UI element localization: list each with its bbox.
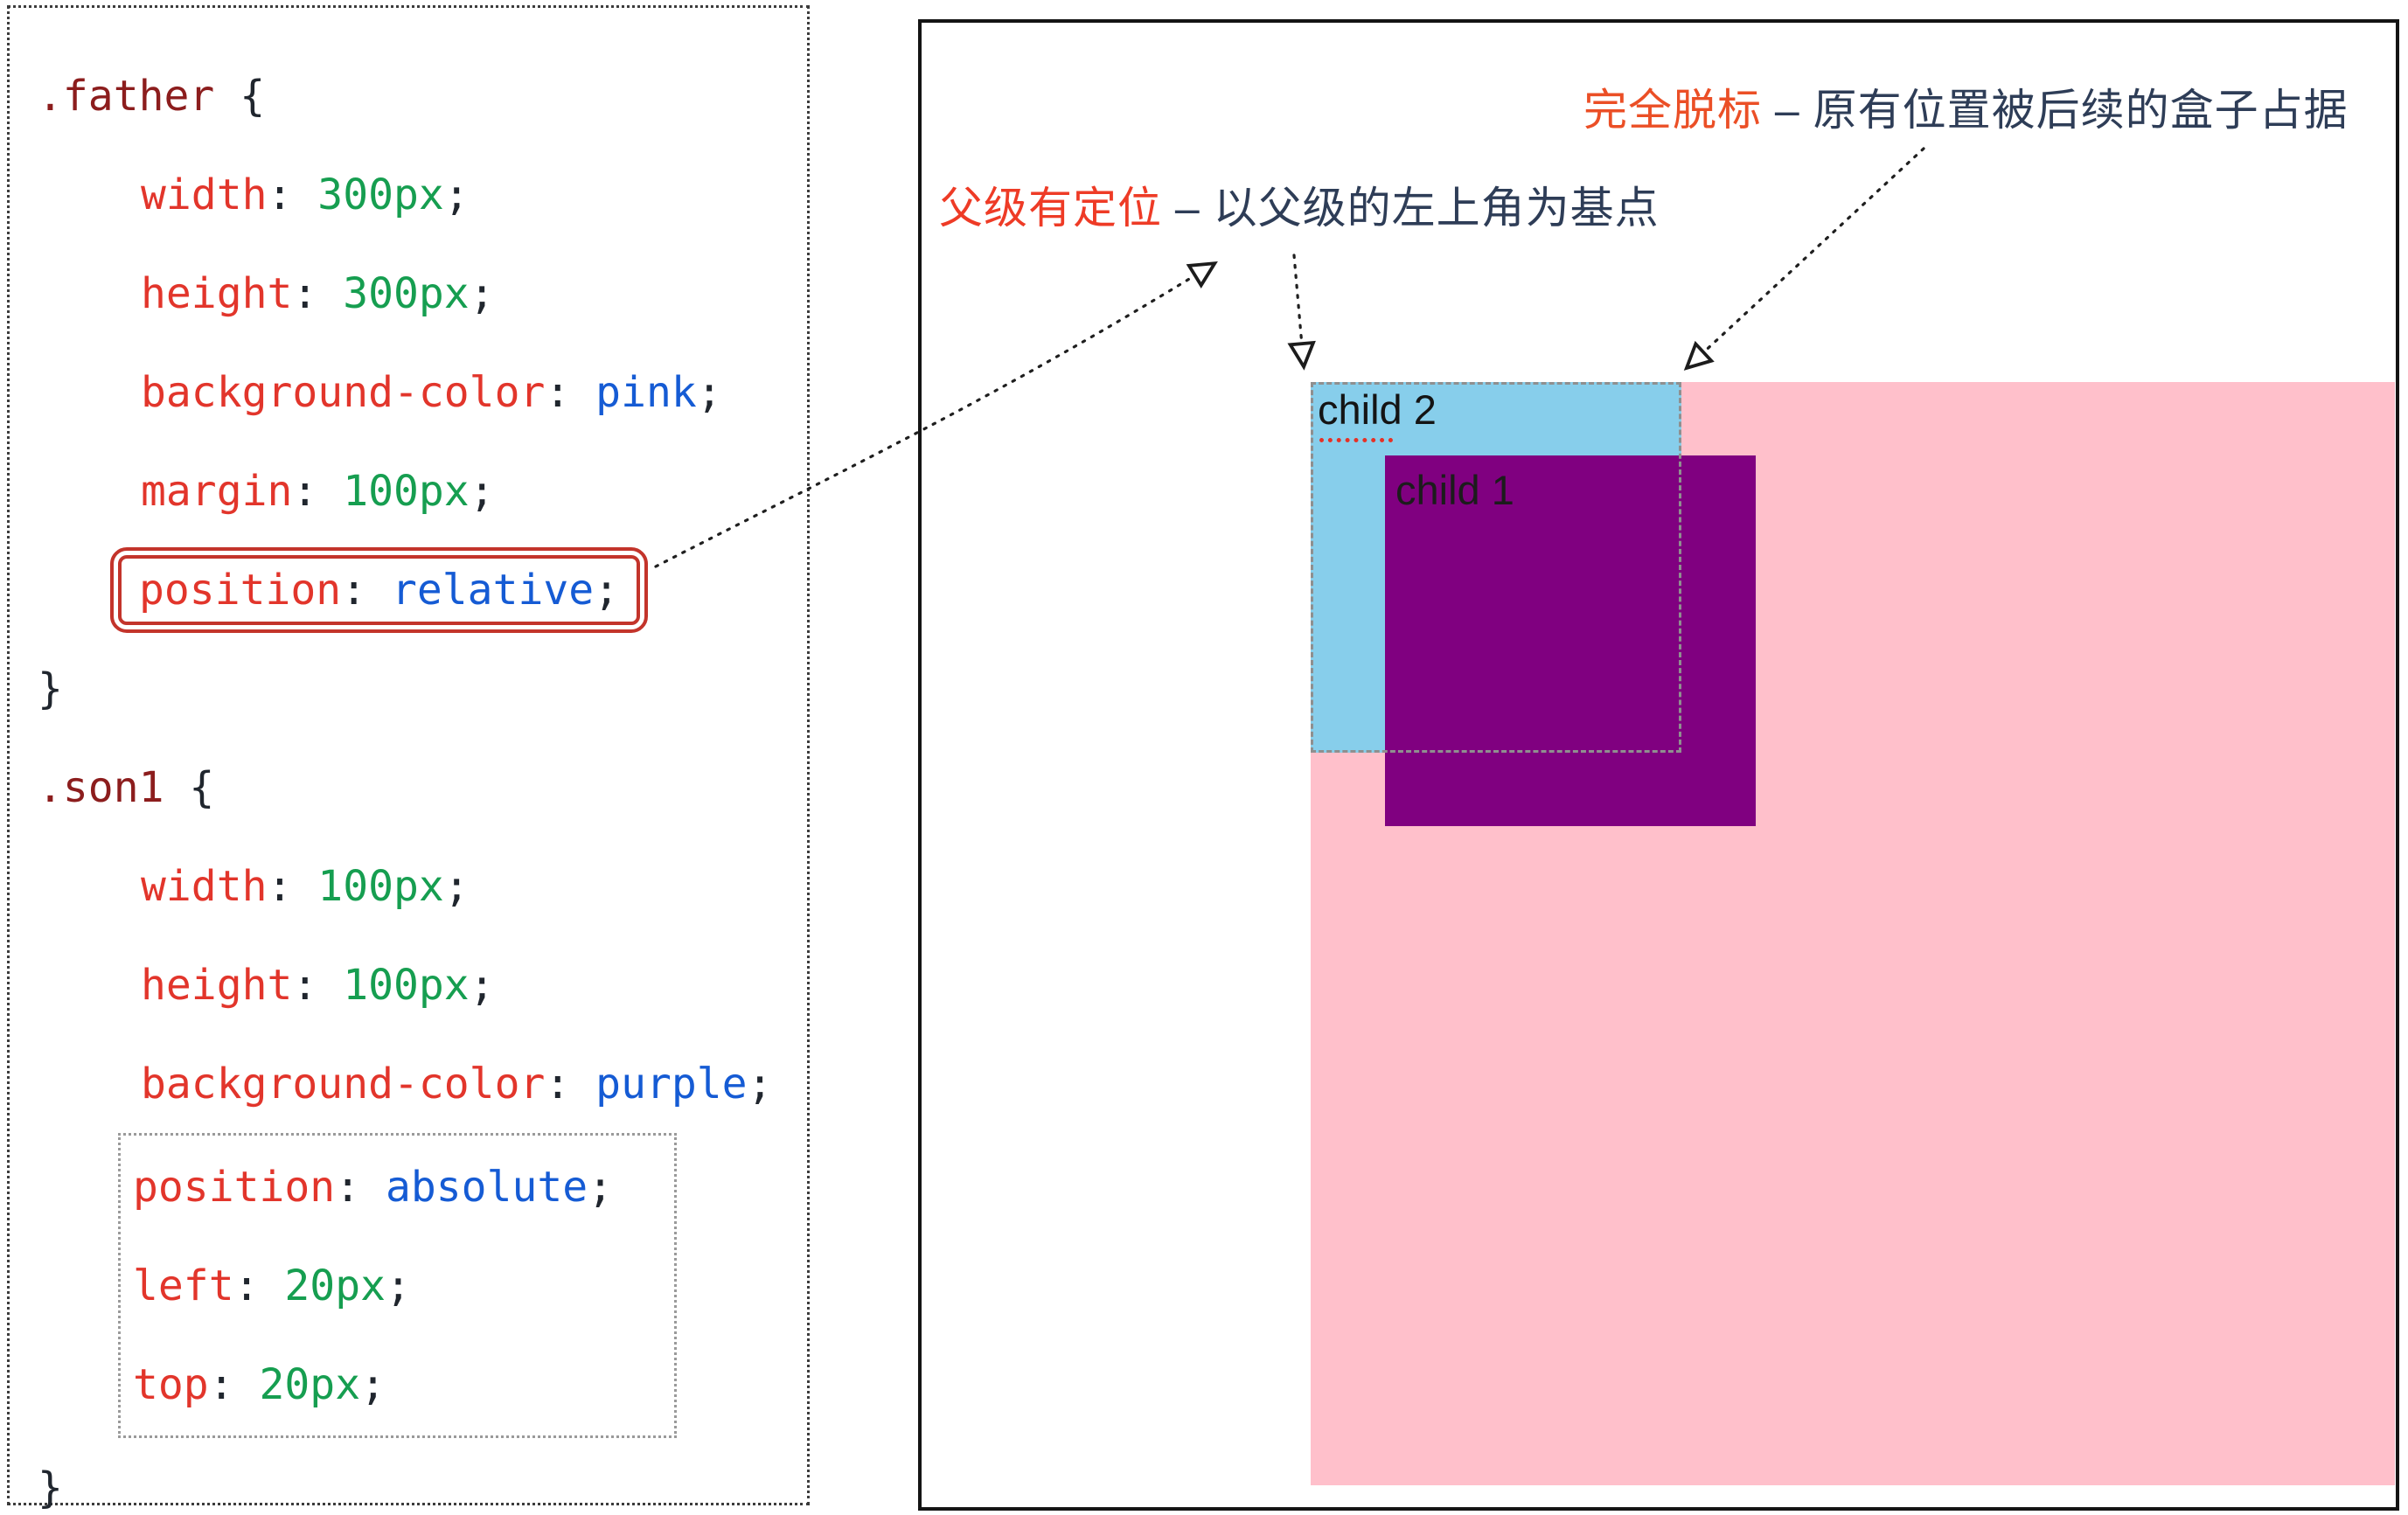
annotation-parent-positioned-rest: – 以父级的左上角为基点 bbox=[1162, 184, 1660, 233]
code-lines: .father { width: 300px; height: 300px; back… bbox=[38, 46, 807, 1515]
code-line: width: 300px; bbox=[141, 170, 470, 219]
annotation-detached-highlight: 完全脱标 bbox=[1583, 86, 1762, 135]
child1-label: child 1 bbox=[1395, 467, 1514, 513]
code-line: top: 20px; bbox=[133, 1359, 386, 1409]
code-line: position: relative; bbox=[38, 540, 807, 639]
code-line: background-color: pink; bbox=[141, 367, 722, 417]
annotation-detached: 完全脱标 – 原有位置被后续的盒子占据 bbox=[1583, 75, 2349, 138]
code-line: margin: 100px; bbox=[141, 466, 495, 516]
code-line: } bbox=[38, 1463, 63, 1512]
code-line: background-color: purple; bbox=[141, 1059, 773, 1108]
css-code-panel: .father { width: 300px; height: 300px; back… bbox=[7, 5, 810, 1512]
annotation-parent-positioned: 父级有定位 – 以父级的左上角为基点 bbox=[939, 173, 1660, 236]
code-line: .son1 { bbox=[38, 762, 215, 812]
code-line: } bbox=[38, 664, 63, 713]
code-line: height: 100px; bbox=[141, 960, 495, 1010]
annotation-parent-positioned-highlight: 父级有定位 bbox=[939, 184, 1162, 233]
code-line: width: 100px; bbox=[141, 861, 470, 911]
annotation-detached-rest: – 原有位置被后续的盒子占据 bbox=[1762, 86, 2349, 135]
diagram-panel: 父级有定位 – 以父级的左上角为基点 完全脱标 – 原有位置被后续的盒子占据 c… bbox=[918, 19, 2399, 1511]
relative-highlight-box: position: relative; bbox=[109, 546, 649, 633]
absolute-props-dotted-box: position: absolute; left: 20px; top: 20px; bbox=[118, 1133, 678, 1438]
code-line: left: 20px; bbox=[133, 1261, 411, 1310]
code-line: height: 300px; bbox=[141, 268, 495, 318]
spellcheck-underline bbox=[1319, 438, 1393, 442]
original-position-outline bbox=[1311, 382, 1681, 753]
code-line: .father { bbox=[38, 71, 266, 121]
child2-label: child 2 bbox=[1318, 386, 1437, 433]
child1-box: child 1 bbox=[1385, 455, 1756, 826]
code-line: position: absolute; bbox=[133, 1162, 614, 1212]
